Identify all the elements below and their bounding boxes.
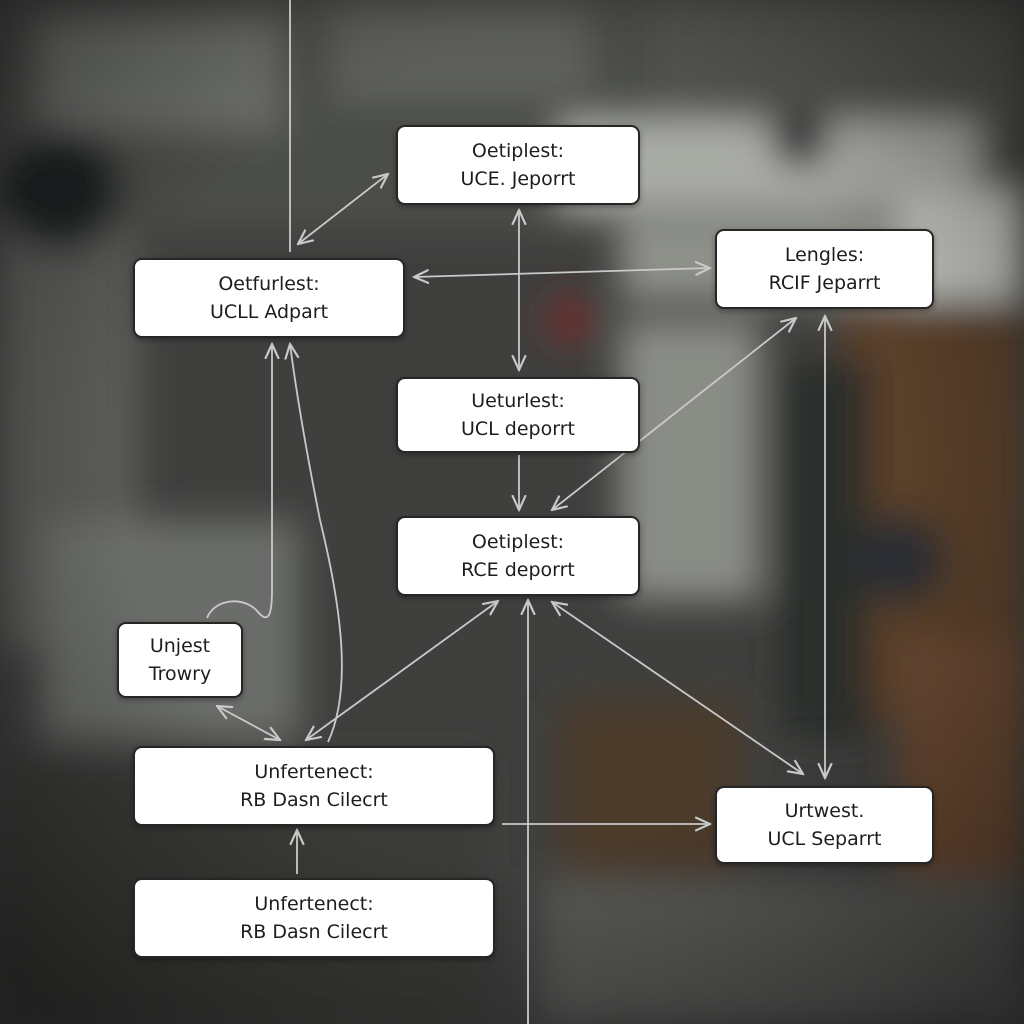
node-oetiplest-top-title: Oetiplest: (471, 140, 565, 162)
node-unfertenect-upper[interactable]: Unfertenect: RB Dasn Cilecrt (133, 746, 495, 826)
node-ueturlest-title: Ueturlest: (471, 390, 565, 412)
node-oetiplest-mid[interactable]: Oetiplest: RCE deporrt (396, 516, 640, 596)
node-unjest-subtitle: Trowry (148, 663, 212, 685)
node-lengles-title: Lengles: (784, 244, 865, 266)
node-lengles-subtitle: RCIF Jeparrt (768, 272, 881, 294)
node-unfertenect-upper-subtitle: RB Dasn Cilecrt (240, 789, 388, 811)
node-unfertenect-lower-title: Unfertenect: (254, 893, 374, 915)
node-oetfurlest-title: Oetfurlest: (218, 273, 320, 295)
node-unfertenect-lower[interactable]: Unfertenect: RB Dasn Cilecrt (133, 878, 495, 958)
node-urtwest-subtitle: UCL Separrt (767, 828, 882, 850)
node-ueturlest-subtitle: UCL deporrt (461, 418, 575, 440)
node-oetfurlest[interactable]: Oetfurlest: UCLL Adpart (133, 258, 405, 338)
node-unjest[interactable]: Unjest Trowry (117, 622, 243, 698)
node-lengles[interactable]: Lengles: RCIF Jeparrt (715, 229, 934, 309)
node-oetiplest-mid-title: Oetiplest: (471, 531, 565, 553)
node-unjest-title: Unjest (149, 635, 211, 657)
node-urtwest[interactable]: Urtwest. UCL Separrt (715, 786, 934, 864)
node-oetiplest-top[interactable]: Oetiplest: UCE. Jeporrt (396, 125, 640, 205)
node-urtwest-title: Urtwest. (784, 800, 865, 822)
node-unfertenect-lower-subtitle: RB Dasn Cilecrt (240, 921, 388, 943)
node-oetiplest-top-subtitle: UCE. Jeporrt (460, 168, 576, 190)
node-oetfurlest-subtitle: UCLL Adpart (209, 301, 329, 323)
node-ueturlest[interactable]: Ueturlest: UCL deporrt (396, 377, 640, 453)
node-oetiplest-mid-subtitle: RCE deporrt (461, 559, 575, 581)
node-unfertenect-upper-title: Unfertenect: (254, 761, 374, 783)
